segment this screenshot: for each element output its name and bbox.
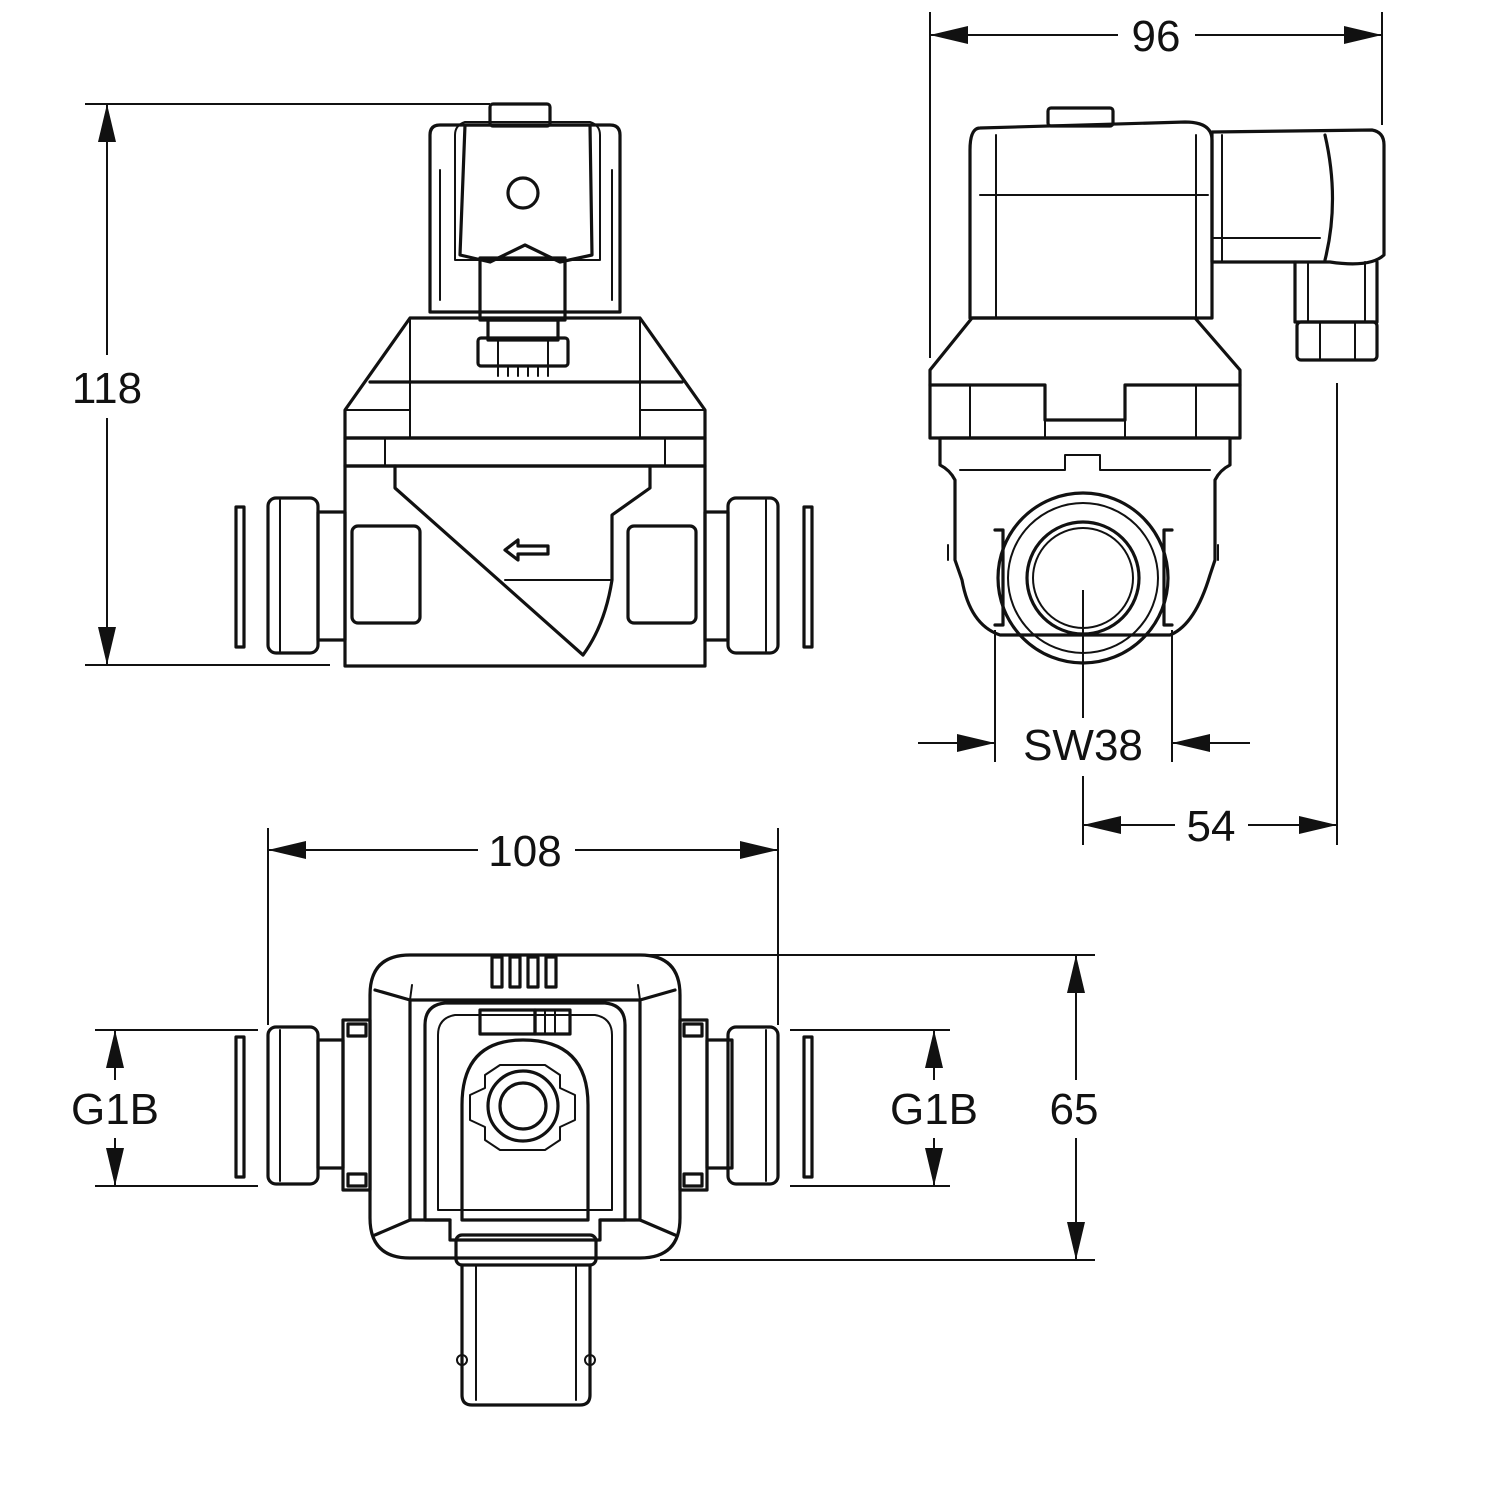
top-view (234, 953, 814, 1407)
dimension-label-65: 65 (1050, 1085, 1099, 1134)
dimension-height-front (85, 103, 490, 666)
dimension-depth-top (650, 954, 1095, 1261)
dimension-label-118: 118 (72, 364, 142, 413)
dimension-wrench-size (918, 630, 1250, 762)
dimension-width-top (267, 828, 779, 1025)
dimension-width-side (929, 12, 1383, 358)
dimension-label-g1b-right: G1B (890, 1085, 978, 1134)
dimension-label-g1b-left: G1B (71, 1085, 159, 1134)
side-view (928, 106, 1386, 665)
dimension-offset-side (1082, 383, 1338, 845)
dimension-label-108: 108 (488, 827, 561, 876)
dimension-thread-right (790, 1029, 950, 1187)
dimension-label-96: 96 (1132, 12, 1181, 61)
front-view (234, 102, 814, 668)
dimension-label-sw38: SW38 (1023, 721, 1143, 770)
dimension-thread-left (95, 1029, 258, 1187)
dimension-label-54: 54 (1187, 802, 1236, 851)
